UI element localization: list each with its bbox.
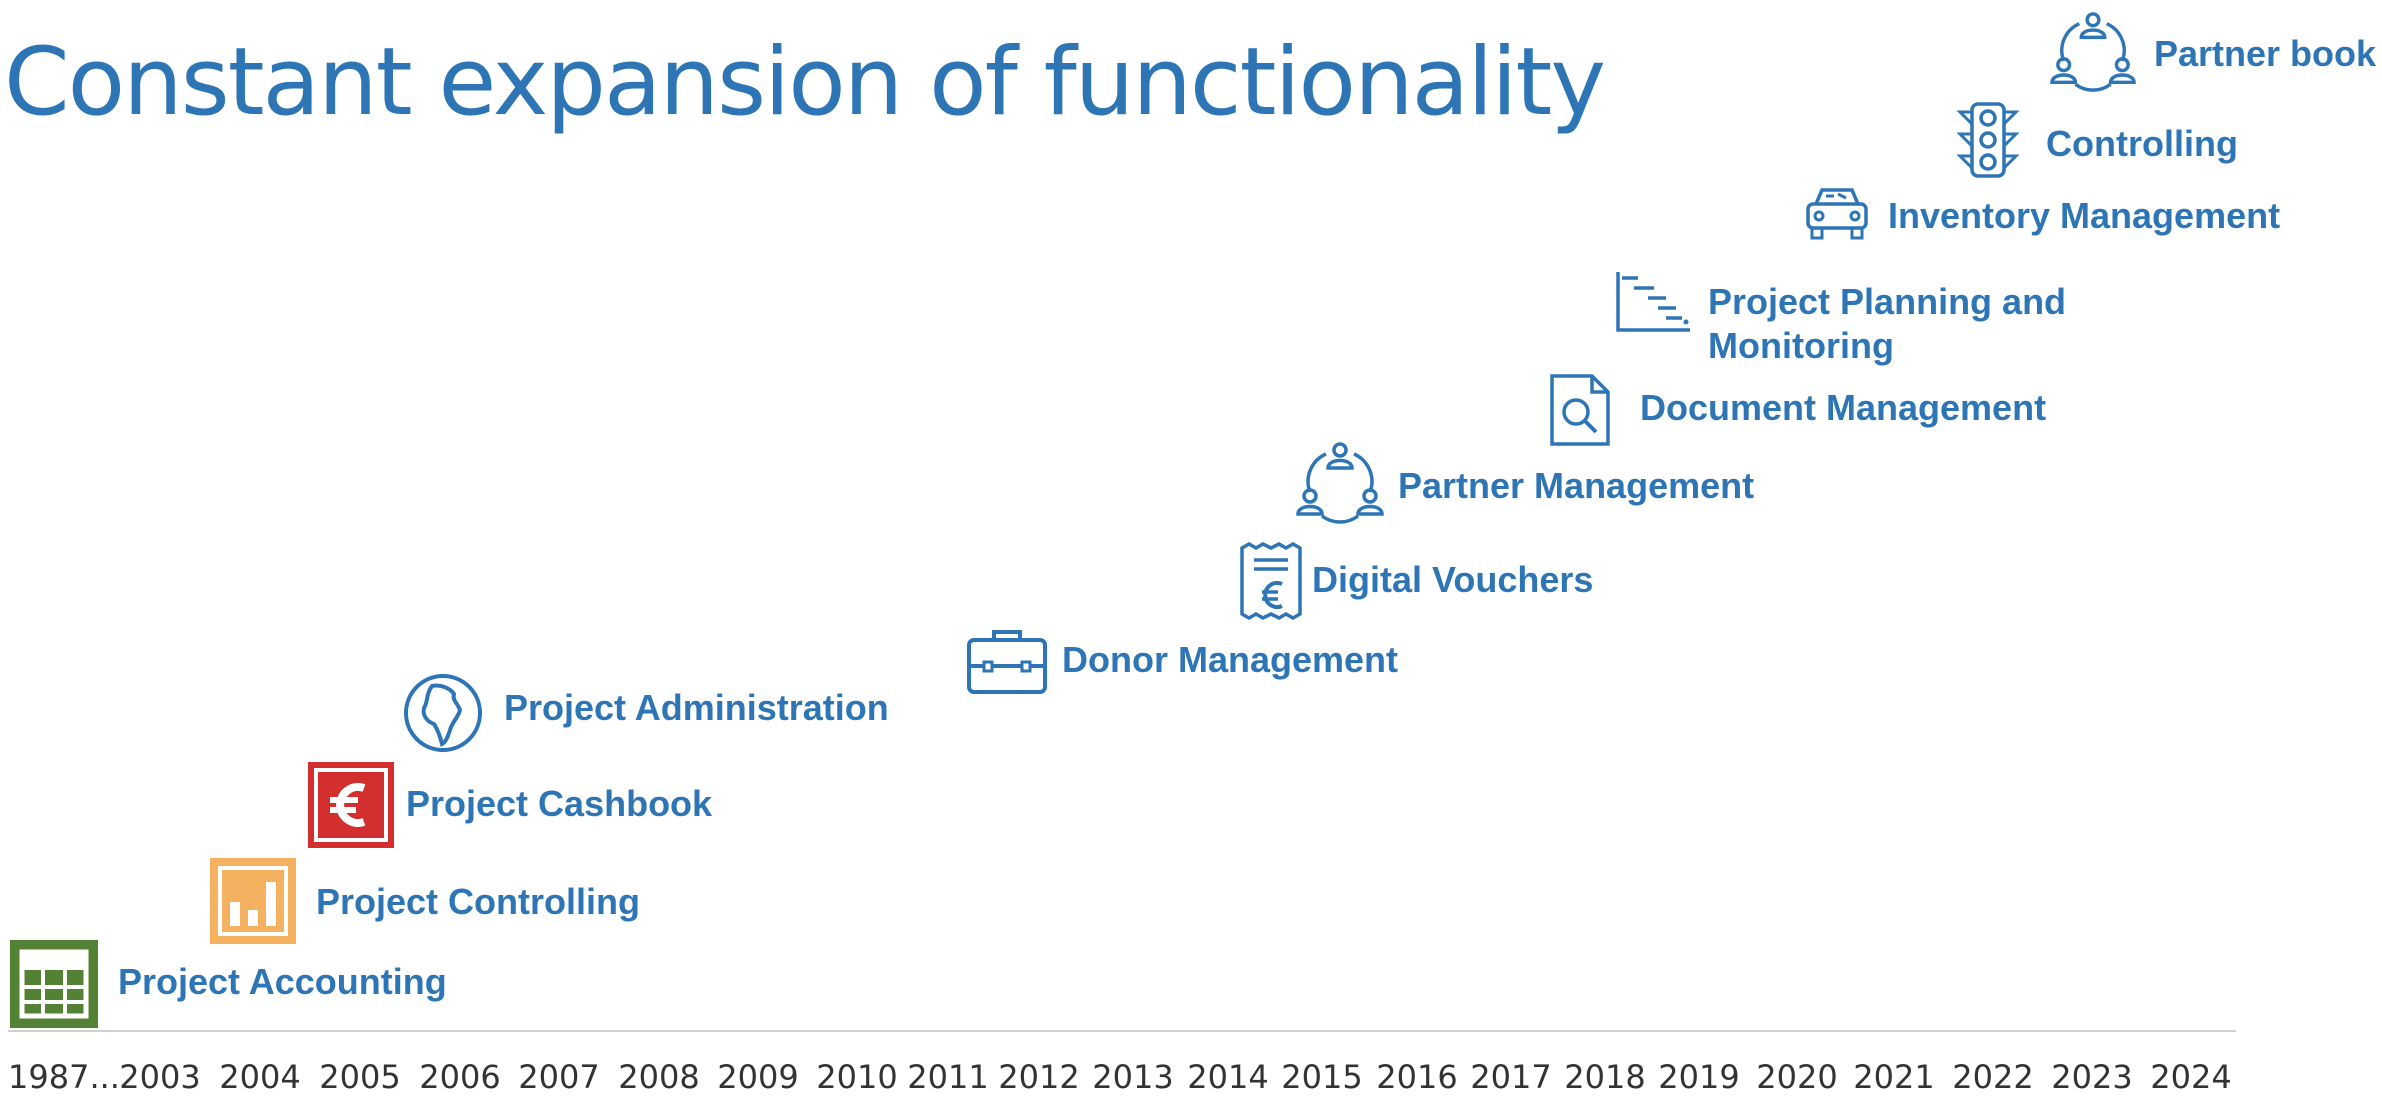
year-tick: 2013 xyxy=(1092,1058,1174,1096)
year-tick: 2024 xyxy=(2150,1058,2232,1096)
milestone-label: Project Accounting xyxy=(118,961,447,1002)
globe-africa-icon xyxy=(402,672,484,754)
milestone-label: Project Cashbook xyxy=(406,783,713,824)
milestone-label: Document Management xyxy=(1640,387,2047,428)
page-title: Constant expansion of functionality xyxy=(4,28,1606,137)
year-tick: 2008 xyxy=(618,1058,700,1096)
year-tick: 2020 xyxy=(1756,1058,1838,1096)
milestone-label: Controlling xyxy=(2046,123,2238,164)
year-tick: 2006 xyxy=(419,1058,501,1096)
people-network-icon xyxy=(1296,440,1384,528)
year-tick: 2005 xyxy=(319,1058,401,1096)
document-search-icon xyxy=(1548,372,1612,448)
year-tick: 2011 xyxy=(907,1058,989,1096)
year-tick: 2009 xyxy=(717,1058,799,1096)
year-tick: 2015 xyxy=(1281,1058,1363,1096)
milestone-label: Inventory Management xyxy=(1888,195,2281,236)
year-tick: 2007 xyxy=(518,1058,600,1096)
gantt-chart-icon xyxy=(1614,270,1694,334)
receipt-euro-icon xyxy=(1238,542,1304,620)
traffic-light-icon xyxy=(1954,102,2022,178)
people-network-icon xyxy=(2050,10,2136,96)
milestone-label: Digital Vouchers xyxy=(1312,559,1594,600)
bar-chart-icon xyxy=(210,858,296,944)
year-tick: 2010 xyxy=(816,1058,898,1096)
year-tick: 2003 xyxy=(119,1058,201,1096)
euro-icon xyxy=(308,762,394,848)
year-tick: 2014 xyxy=(1187,1058,1269,1096)
milestone-label: Partner Management xyxy=(1398,465,1755,506)
milestone-label: Partner book xyxy=(2154,33,2377,74)
year-tick: 2019 xyxy=(1658,1058,1740,1096)
year-tick: 2004 xyxy=(219,1058,301,1096)
year-tick: 2022 xyxy=(1952,1058,2034,1096)
year-tick: 2021 xyxy=(1853,1058,1935,1096)
milestone-label: Project Administration xyxy=(504,687,889,728)
year-tick: 2016 xyxy=(1376,1058,1458,1096)
year-tick: 2023 xyxy=(2051,1058,2133,1096)
year-tick: 1987... xyxy=(8,1058,120,1096)
year-tick: 2017 xyxy=(1470,1058,1552,1096)
milestone-label: Project Controlling xyxy=(316,881,640,922)
car-icon xyxy=(1804,182,1870,242)
milestone-label: Donor Management xyxy=(1062,639,1399,680)
year-tick: 2012 xyxy=(998,1058,1080,1096)
milestone-label: Project Planning and Monitoring xyxy=(1708,281,2067,366)
briefcase-icon xyxy=(966,626,1048,696)
year-tick: 2018 xyxy=(1564,1058,1646,1096)
timeline-axis xyxy=(8,1030,2236,1032)
calculator-icon xyxy=(10,940,98,1028)
